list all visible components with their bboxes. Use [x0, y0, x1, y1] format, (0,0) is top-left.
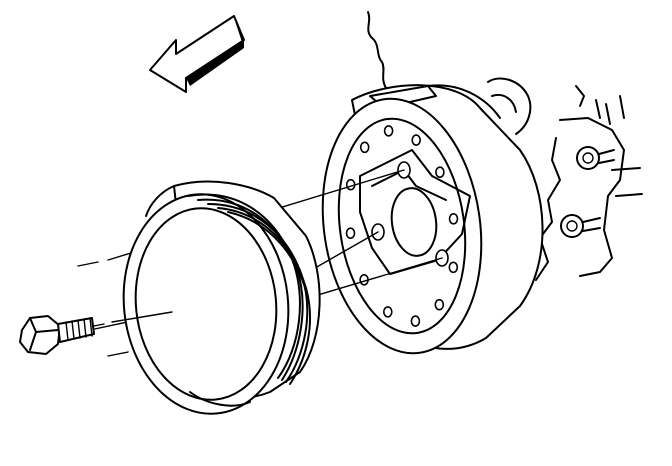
direction-arrow-icon [149, 15, 245, 93]
engine-block [367, 11, 643, 281]
hub-ring-hole [435, 166, 445, 178]
hub-ring-hole [359, 141, 370, 154]
hub-ring-hole [448, 213, 459, 225]
hub-ring-hole [411, 134, 422, 146]
hub-ring-hole [382, 306, 393, 318]
hub-ring-hole [434, 298, 445, 311]
crankshaft-pulley [122, 180, 321, 415]
bolt [19, 311, 173, 355]
hub-center-bore [390, 187, 438, 257]
block-bolt-upper [576, 146, 615, 170]
hub-ring-hole [448, 261, 459, 274]
hub-ring-hole [383, 125, 394, 137]
block-bolt-lower [560, 214, 601, 238]
balancer-hub [321, 84, 544, 355]
hub-ring-hole [410, 315, 421, 327]
hub-ring-hole [345, 227, 356, 239]
hub-bolt-holes [345, 125, 459, 327]
